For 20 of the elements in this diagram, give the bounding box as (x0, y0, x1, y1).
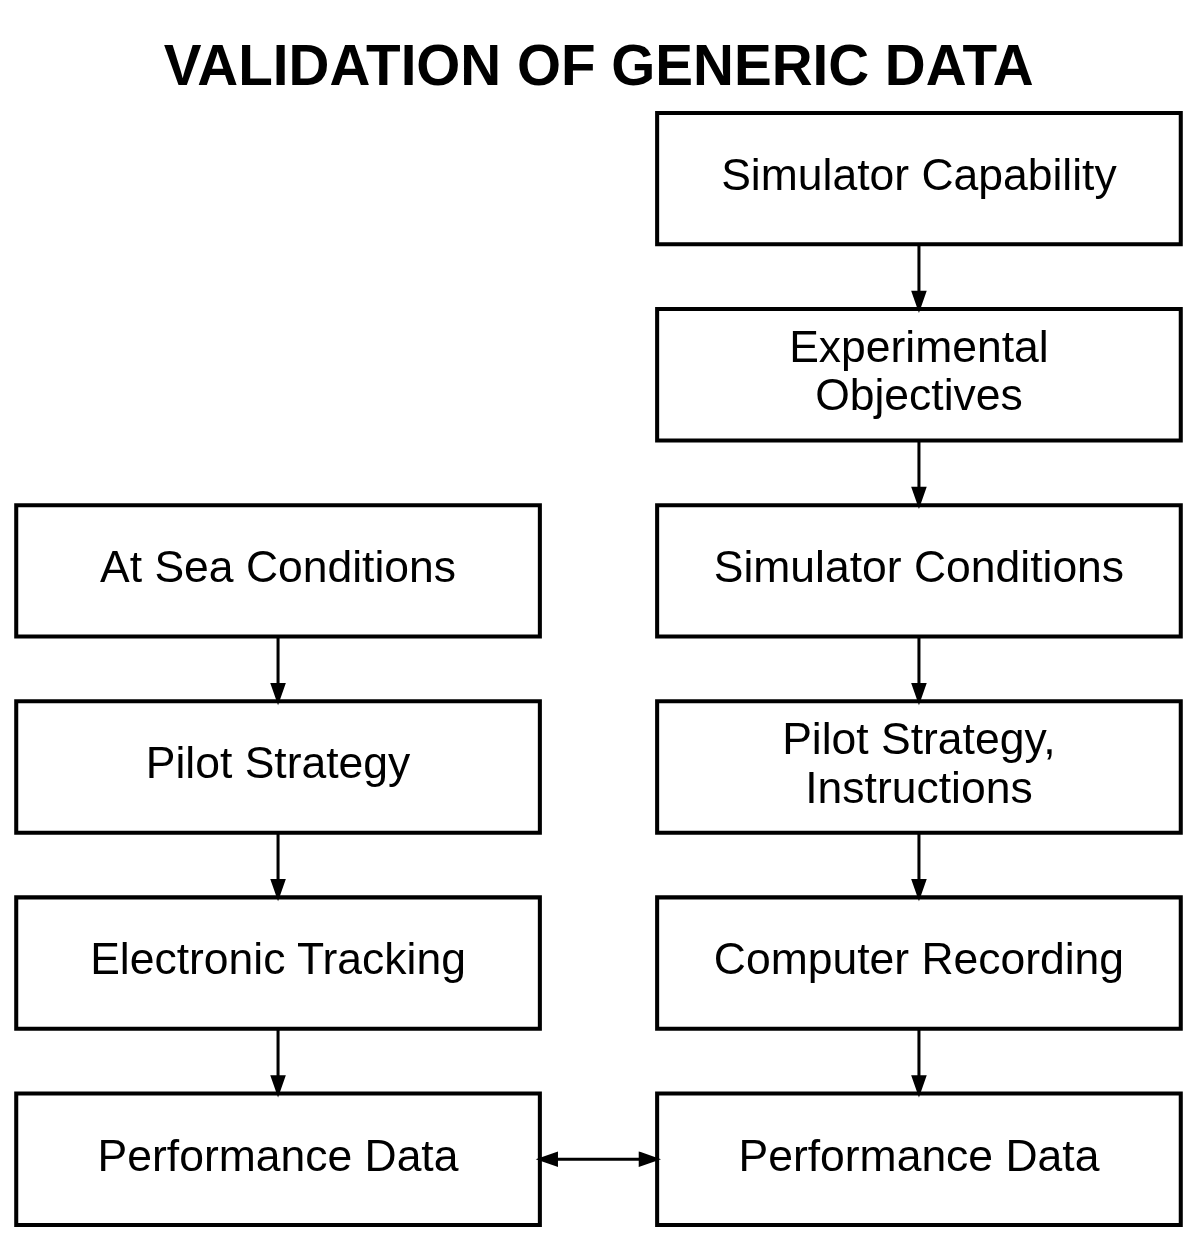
diagram-title: VALIDATION OF GENERIC DATA (163, 34, 1034, 98)
arrow (270, 1029, 286, 1098)
arrow (911, 1029, 927, 1098)
node-box: Performance Data (14, 1091, 542, 1227)
node-box: Simulator Capability (655, 110, 1183, 247)
arrow (911, 244, 927, 313)
node-box: Simulator Conditions (655, 503, 1183, 639)
arrow (270, 832, 286, 902)
arrow (535, 1151, 661, 1167)
arrow (270, 636, 286, 706)
node-box: Pilot Strategy, Instructions (655, 699, 1183, 835)
node-box: Experimental Objectives (655, 307, 1183, 443)
node-box: Electronic Tracking (14, 895, 542, 1031)
node-box: Computer Recording (655, 895, 1183, 1031)
node-box: Performance Data (655, 1091, 1183, 1227)
node-box: Pilot Strategy (14, 699, 542, 835)
arrow (911, 832, 927, 902)
node-box: At Sea Conditions (14, 503, 542, 639)
arrow (911, 636, 927, 706)
arrow (911, 440, 927, 510)
